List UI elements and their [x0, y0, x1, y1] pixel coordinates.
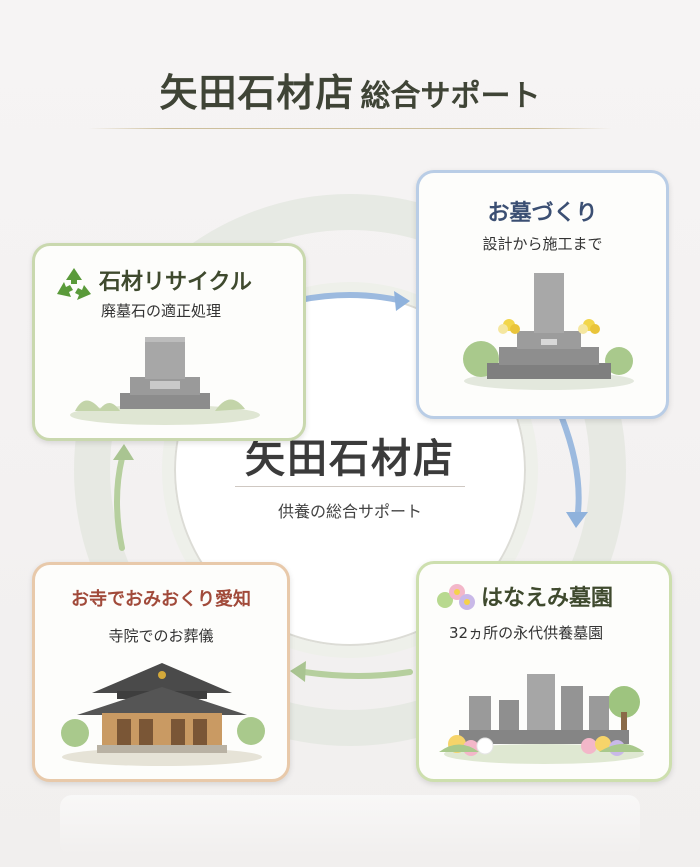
- new-gravestone-illustration: [463, 273, 634, 390]
- center-divider: [235, 486, 465, 487]
- title-divider: [88, 128, 612, 129]
- center-circle-glow: [162, 282, 538, 658]
- card-subtitle: 廃墓石の適正処理: [101, 302, 222, 320]
- cemetery-illustration: [439, 674, 644, 764]
- card-subtitle: 設計から施工まで: [482, 235, 603, 253]
- card-hanaemi-cemetery: はなえみ墓園 32ヵ所の永代供養墓園: [416, 561, 672, 782]
- card-title: はなえみ墓園: [481, 586, 614, 611]
- page-title: 矢田石材店総合サポート: [0, 62, 700, 117]
- arrow-right-head: [566, 512, 588, 528]
- arrow-left: [114, 455, 125, 551]
- card-temple-funeral: お寺でおみおくり愛知 寺院でのお葬儀: [32, 562, 290, 782]
- title-main: 矢田石材店: [159, 71, 355, 115]
- outer-ring: [74, 194, 626, 746]
- title-sub: 総合サポート: [360, 79, 541, 114]
- bottom-fade: [60, 795, 640, 855]
- flower-icon: [437, 584, 475, 610]
- card-subtitle: 寺院でのお葬儀: [108, 627, 214, 645]
- old-gravestone-illustration: [70, 337, 260, 425]
- card-stone-recycle: 石材リサイクル 廃墓石の適正処理: [32, 243, 306, 441]
- card-title: 石材リサイクル: [99, 270, 252, 295]
- center-hub: 矢田石材店 供養の総合サポート: [180, 340, 520, 560]
- center-subtitle: 供養の総合サポート: [277, 502, 422, 521]
- arrow-right: [559, 415, 582, 515]
- temple-illustration: [61, 663, 265, 766]
- arrow-top: [297, 292, 401, 303]
- arrow-bottom: [301, 669, 413, 679]
- card-title: お墓づくり: [487, 201, 598, 226]
- center-name: 矢田石材店: [245, 436, 455, 482]
- recycle-icon: [57, 268, 91, 300]
- card-title: お寺でおみおくり愛知: [71, 589, 251, 610]
- card-subtitle: 32ヵ所の永代供養墓園: [449, 624, 604, 642]
- card-grave-building: お墓づくり 設計から施工まで: [416, 170, 669, 419]
- arrow-top-head: [394, 291, 410, 311]
- arrow-left-head: [113, 444, 134, 460]
- arrow-bottom-head: [290, 661, 306, 682]
